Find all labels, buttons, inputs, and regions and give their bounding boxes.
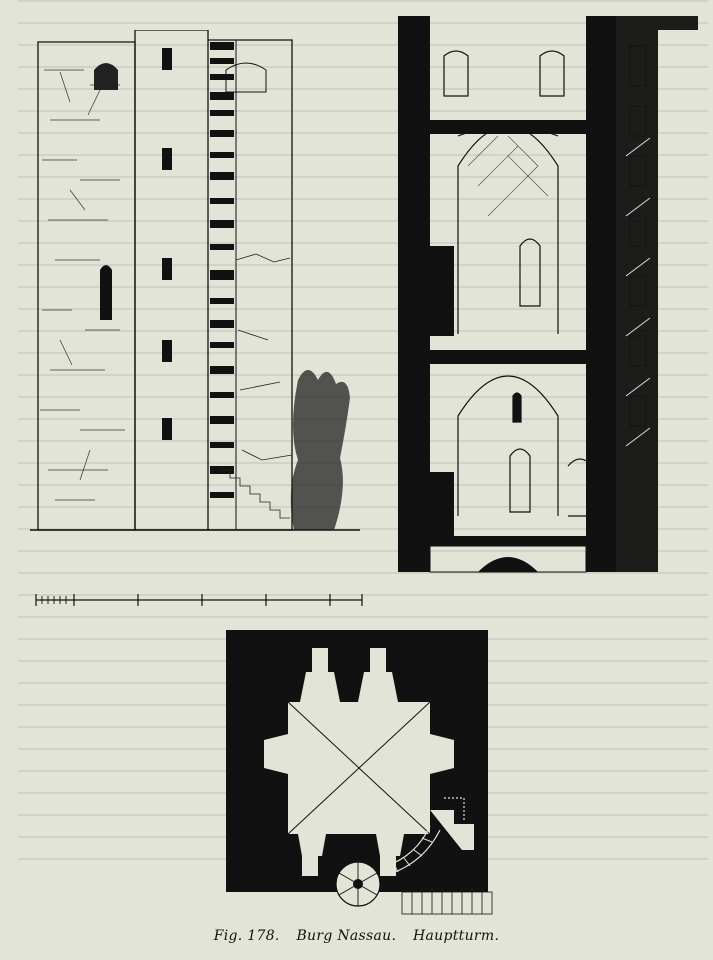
- tower-section-drawing: [398, 16, 698, 573]
- tower-elevation-drawing: [30, 30, 360, 531]
- caption-place: Burg Nassau.: [296, 928, 397, 944]
- scale-bar: [35, 594, 363, 606]
- caption-subject: Hauptturm.: [413, 928, 500, 944]
- figure-number: Fig. 178.: [213, 928, 280, 944]
- tower-floor-plan: [226, 630, 493, 915]
- figure-caption: Fig. 178. Burg Nassau. Hauptturm.: [0, 928, 713, 944]
